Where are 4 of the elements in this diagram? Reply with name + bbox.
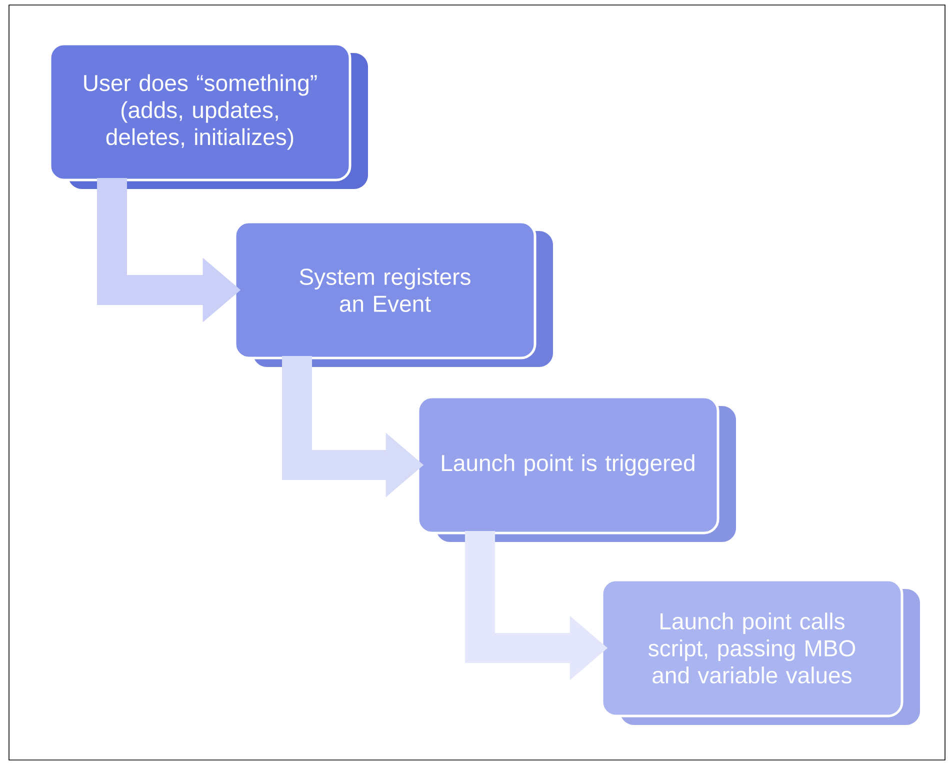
- process-box: System registers an Event: [234, 220, 553, 367]
- process-box: Launch point is triggered: [416, 396, 736, 542]
- process-box: Launch point calls script, passing MBO and variable values: [600, 578, 920, 725]
- process-box: User does “something” (adds, updates, deletes, initializes): [48, 42, 368, 189]
